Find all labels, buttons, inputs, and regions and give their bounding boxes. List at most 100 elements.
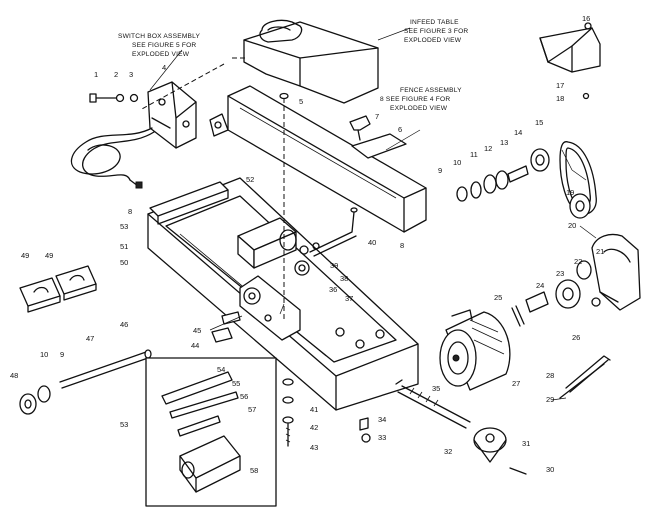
part-number-label: 31 bbox=[522, 439, 530, 448]
part-number-label: 9 bbox=[60, 350, 64, 359]
part-number-label: 23 bbox=[556, 269, 564, 278]
part-number-label: 53 bbox=[120, 420, 128, 429]
part-number-label: 28 bbox=[546, 371, 554, 380]
part-number-label: 26 bbox=[572, 333, 580, 342]
part-number-label: 22 bbox=[574, 257, 582, 266]
pin-25 bbox=[511, 305, 525, 327]
part-number-label: 57 bbox=[248, 405, 256, 414]
washers-38-39 bbox=[299, 242, 320, 255]
part-number-label: 14 bbox=[514, 128, 522, 137]
knob-7 bbox=[349, 115, 371, 141]
part-35 bbox=[395, 379, 403, 385]
part-number-label: 9 bbox=[438, 166, 442, 175]
part-number-label: 29 bbox=[546, 395, 554, 404]
cover-17 bbox=[539, 27, 601, 73]
hex-keys-28-29 bbox=[559, 355, 611, 399]
part-number-label: 15 bbox=[535, 118, 543, 127]
part-number-label: 8 bbox=[128, 207, 132, 216]
part-number-label: 16 bbox=[582, 14, 590, 23]
switch-box bbox=[147, 81, 197, 149]
note-switch-line1: SWITCH BOX ASSEMBLY bbox=[118, 33, 200, 40]
part-number-label: 53 bbox=[120, 222, 128, 231]
part-number-label: 25 bbox=[494, 293, 502, 302]
part-numbers: 1 2 3 4 5 6 7 8 9 10 11 12 13 14 15 16 1… bbox=[10, 14, 604, 475]
part-number-label: 34 bbox=[378, 415, 386, 424]
pulley-20 bbox=[569, 193, 591, 219]
note-fence-line2: 8 SEE FIGURE 4 FOR bbox=[380, 96, 450, 103]
part-number-label: 49 bbox=[21, 251, 29, 260]
screws-1-2-3 bbox=[89, 93, 139, 103]
plate-45 bbox=[221, 311, 241, 325]
part-number-label: 12 bbox=[484, 144, 492, 153]
part-number-label: 4 bbox=[162, 63, 166, 72]
bearings-9-14 bbox=[456, 148, 550, 202]
part-number-label: 30 bbox=[546, 465, 554, 474]
part-number-label: 10 bbox=[453, 158, 461, 167]
inset-box-53 bbox=[145, 357, 277, 507]
part-number-label: 3 bbox=[129, 70, 133, 79]
cutterhead-52 bbox=[237, 217, 297, 269]
part-number-label: 38 bbox=[340, 274, 348, 283]
part-5 bbox=[279, 92, 289, 100]
plate-6 bbox=[351, 133, 407, 159]
part-number-label: 7 bbox=[375, 112, 379, 121]
part-number-label: 37 bbox=[345, 294, 353, 303]
note-switch: SWITCH BOX ASSEMBLY SEE FIGURE 5 FOR EXP… bbox=[118, 33, 200, 58]
parts-33-34 bbox=[359, 417, 371, 443]
part-number-label: 44 bbox=[191, 341, 199, 350]
note-switch-line2: SEE FIGURE 5 FOR bbox=[132, 42, 196, 49]
pads-49 bbox=[19, 265, 97, 313]
screw-18 bbox=[582, 92, 590, 100]
alignment-lines bbox=[139, 57, 285, 320]
part-number-label: 2 bbox=[114, 70, 118, 79]
motor-27 bbox=[439, 309, 511, 391]
part-number-label: 17 bbox=[556, 81, 564, 90]
part-number-label: 11 bbox=[470, 150, 478, 159]
bolts-41-43 bbox=[282, 378, 294, 447]
part-number-label: 54 bbox=[217, 365, 225, 374]
part-number-label: 51 bbox=[120, 242, 128, 251]
part-number-label: 45 bbox=[193, 326, 201, 335]
part-number-label: 56 bbox=[240, 392, 248, 401]
part-number-label: 27 bbox=[512, 379, 520, 388]
part-number-label: 19 bbox=[566, 188, 574, 197]
part-number-label: 35 bbox=[432, 384, 440, 393]
screw-30 bbox=[509, 467, 527, 475]
part-number-label: 21 bbox=[596, 247, 604, 256]
part-number-label: 46 bbox=[120, 320, 128, 329]
part-number-label: 50 bbox=[120, 258, 128, 267]
note-infeed: INFEED TABLE SEE FIGURE 3 FOR EXPLODED V… bbox=[404, 19, 468, 44]
note-infeed-line3: EXPLODED VIEW bbox=[404, 37, 462, 44]
note-switch-line3: EXPLODED VIEW bbox=[132, 51, 190, 58]
blade-insert-51 bbox=[149, 181, 229, 225]
part-number-label: 55 bbox=[232, 379, 240, 388]
key-24 bbox=[525, 291, 549, 313]
part-number-label: 20 bbox=[568, 221, 576, 230]
part-number-label: 8 bbox=[400, 241, 404, 250]
plate-44 bbox=[211, 327, 233, 343]
part-number-label: 36 bbox=[329, 285, 337, 294]
part-number-label: 24 bbox=[536, 281, 544, 290]
part-number-label: 58 bbox=[250, 466, 258, 475]
rod-40 bbox=[309, 207, 358, 257]
infeed-table bbox=[243, 19, 379, 104]
part-number-label: 47 bbox=[86, 334, 94, 343]
shaft-47 bbox=[19, 349, 152, 415]
part-number-label: 5 bbox=[299, 97, 303, 106]
base-casting bbox=[147, 177, 419, 411]
pulley-22 bbox=[576, 260, 592, 280]
part-number-label: 52 bbox=[246, 175, 254, 184]
part-number-label: 32 bbox=[444, 447, 452, 456]
fence-assembly bbox=[209, 85, 427, 233]
knob-31 bbox=[473, 427, 507, 463]
nut-26 bbox=[591, 297, 601, 307]
part-number-label: 49 bbox=[45, 251, 53, 260]
part-number-label: 33 bbox=[378, 433, 386, 442]
belt-guard-21 bbox=[591, 233, 641, 311]
note-fence: FENCE ASSEMBLY 8 SEE FIGURE 4 FOR EXPLOD… bbox=[380, 87, 462, 112]
power-cord bbox=[70, 127, 155, 189]
part-number-label: 10 bbox=[40, 350, 48, 359]
part-number-label: 48 bbox=[10, 371, 18, 380]
pulley-23 bbox=[555, 279, 581, 309]
